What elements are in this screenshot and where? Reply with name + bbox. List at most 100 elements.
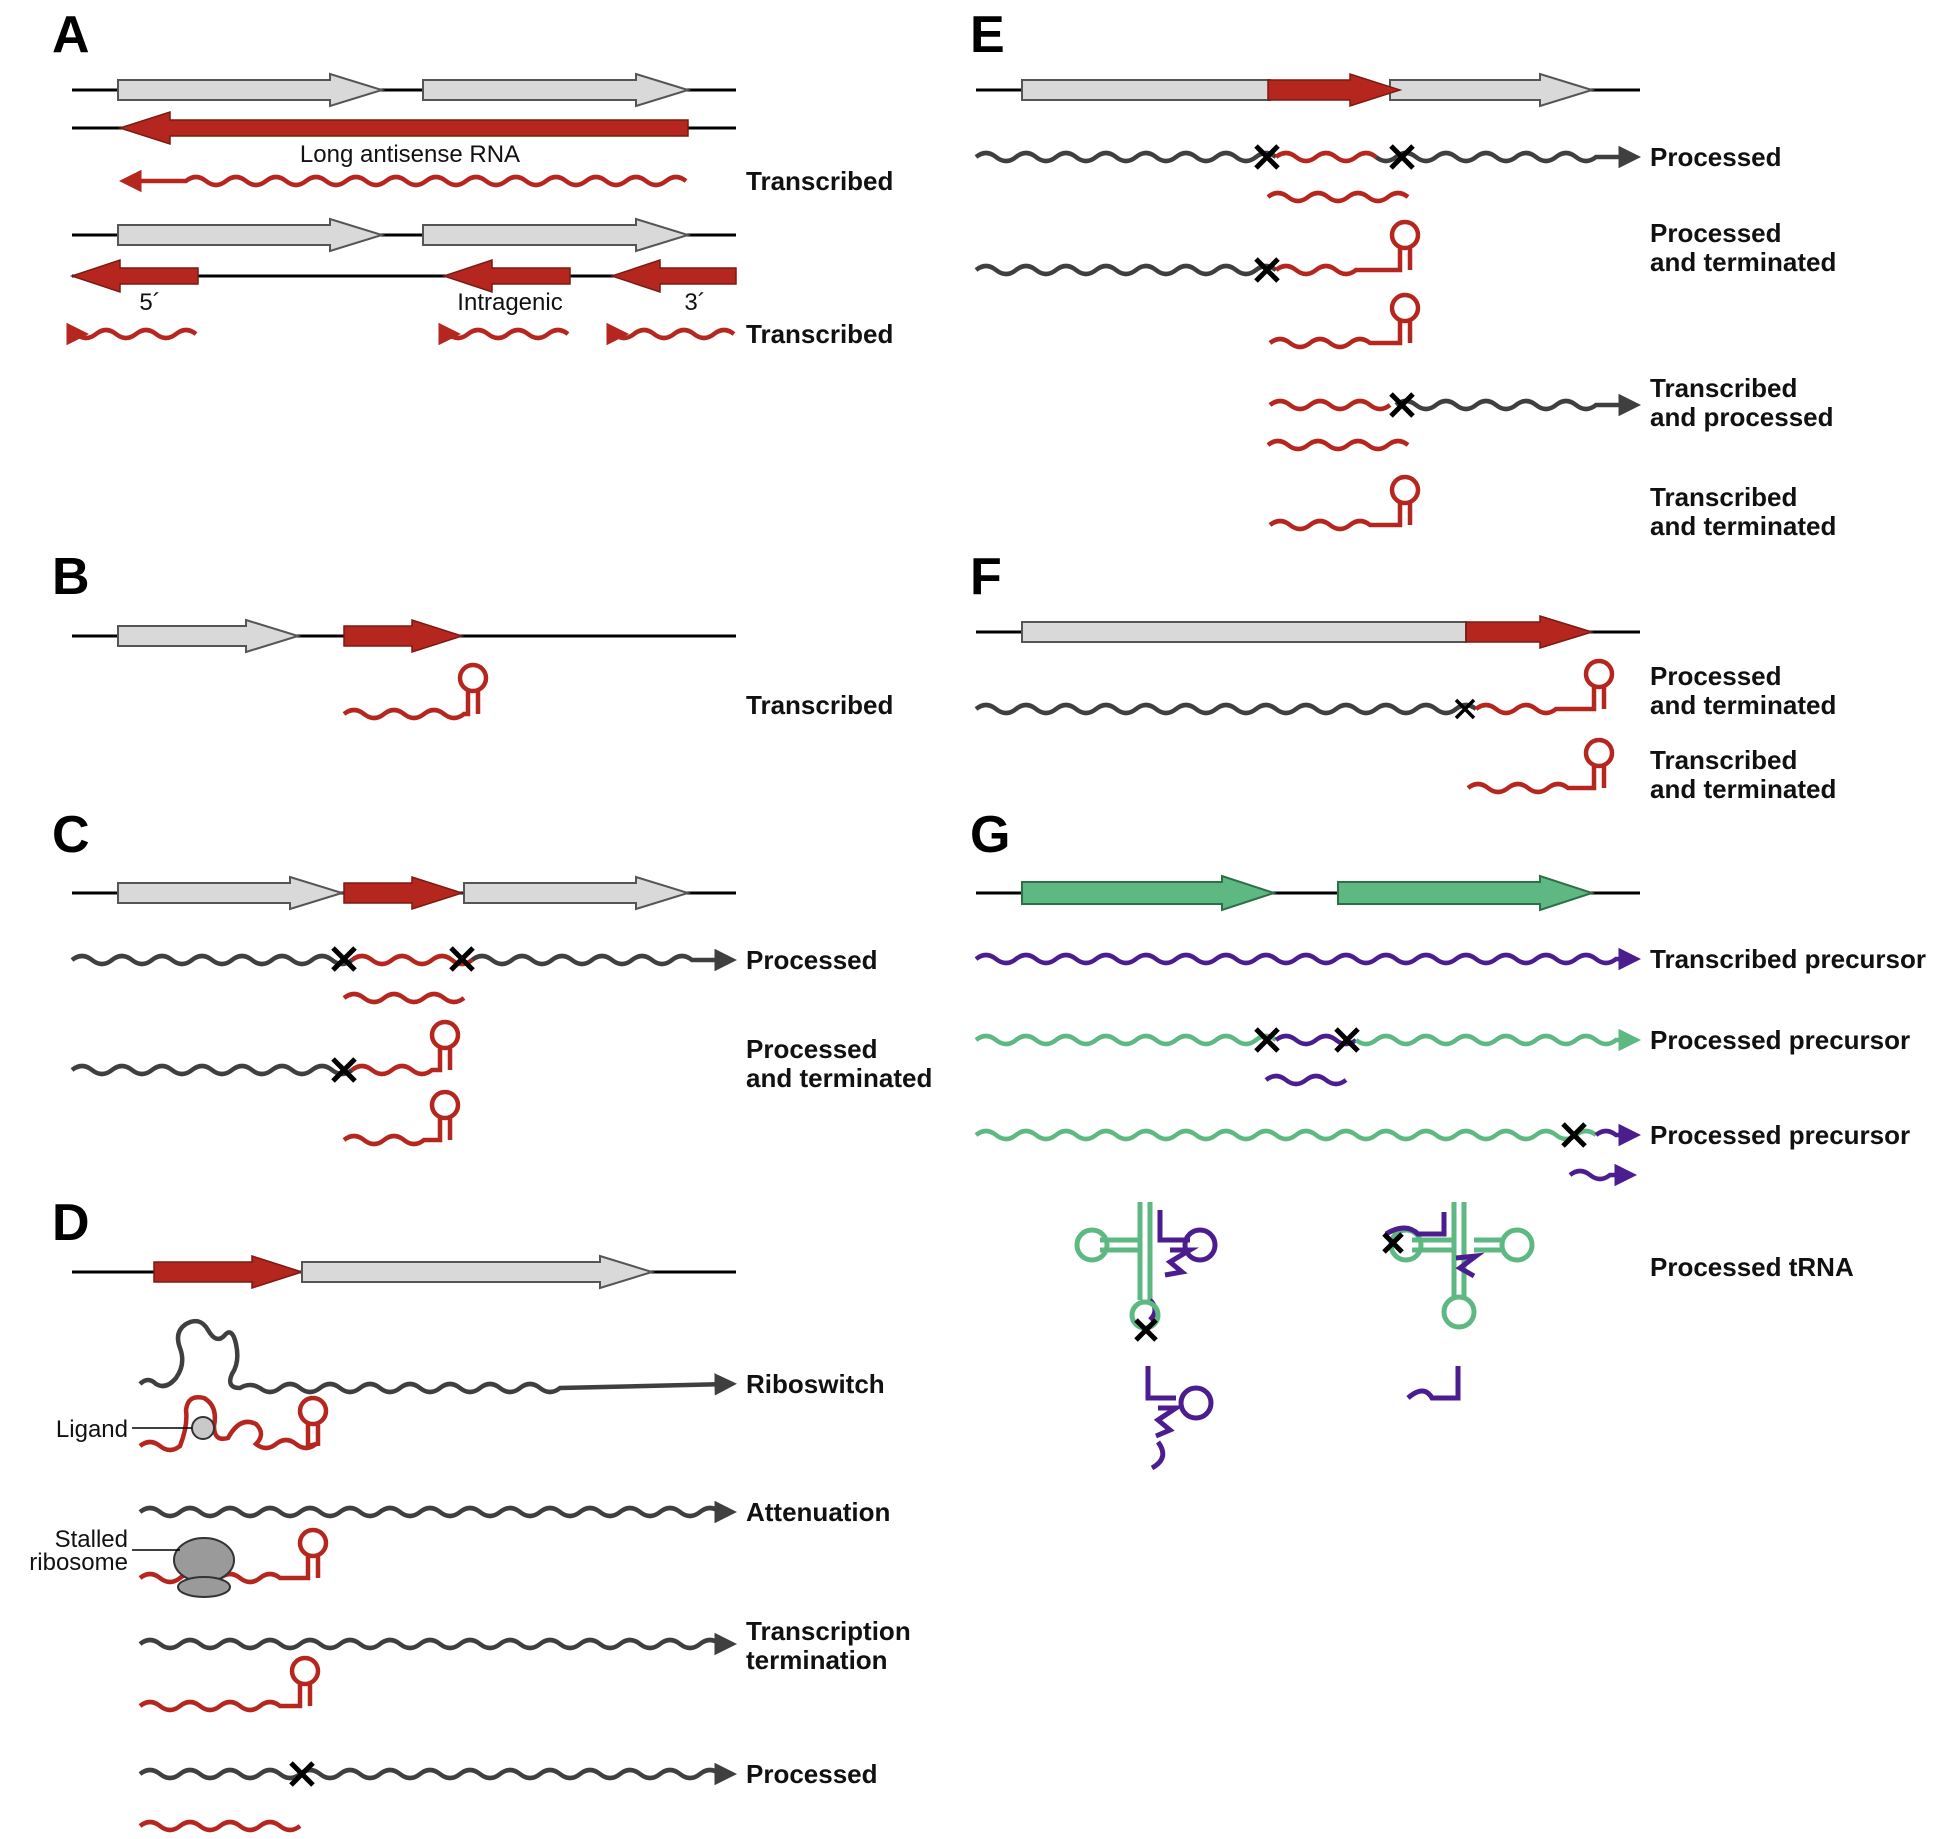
mrna-wave [974, 150, 1278, 164]
terminator-loop [297, 1395, 329, 1427]
srna-segment [1274, 150, 1378, 164]
gene-arrow-tail [1389, 72, 1596, 108]
mrna-wave [974, 702, 1478, 716]
a-transcribed-label-2: Transcribed [746, 319, 893, 349]
panel-c: Processed Processed and terminated [70, 875, 932, 1147]
trna-gene-arrow [1021, 874, 1278, 912]
e-pt-label-2: and terminated [1650, 247, 1836, 277]
srna-with-terminator [342, 1116, 453, 1147]
e-tt-label-2: and terminated [1650, 511, 1836, 541]
srna-with-terminator [1474, 685, 1607, 716]
panel-c-letter: C [52, 806, 90, 864]
terminator-loop [1389, 474, 1421, 506]
panel-f: Processed and terminated Transcribed and… [974, 614, 1836, 804]
rna-wave [606, 322, 736, 346]
srna-product [138, 1819, 302, 1833]
srna-gene-arrow [343, 875, 465, 911]
antisense-arrow [117, 110, 689, 146]
terminator-loop [1389, 292, 1421, 324]
terminator-loop [457, 662, 489, 694]
srna-with-terminator [350, 1046, 453, 1077]
gene-arrow [301, 1254, 656, 1290]
stalled-label-1: Stalled [55, 1526, 128, 1553]
c-processed-terminated-label-2: and terminated [746, 1063, 932, 1093]
f-pt-label-2: and terminated [1650, 690, 1836, 720]
riboswitch-label: Riboswitch [746, 1369, 885, 1399]
termination-srna [138, 1682, 313, 1713]
ligand-icon [191, 1416, 215, 1440]
cleavage-x-icon [1561, 1122, 1587, 1148]
e-tt-label-1: Transcribed [1650, 482, 1797, 512]
b-transcribed-label: Transcribed [746, 690, 893, 720]
precursor-purple-end [1594, 1123, 1641, 1147]
stalled-label-2: ribosome [29, 1549, 128, 1576]
gene-arrow [1021, 621, 1467, 643]
cleavage-x-icon [1334, 1027, 1360, 1053]
gene-arrow [117, 618, 302, 654]
antisense-intragenic-arrow [441, 258, 571, 294]
trna-structure-1 [1074, 1202, 1218, 1342]
cleavage-x-icon [1254, 1027, 1280, 1053]
processed-precursor-label-2: Processed precursor [1650, 1120, 1910, 1150]
terminator-loop [429, 1019, 461, 1051]
transcription-termination-label-1: Transcription [746, 1616, 911, 1646]
srna-with-terminator [1268, 319, 1413, 350]
intragenic-label: Intragenic [457, 289, 562, 316]
panel-g-letter: G [970, 806, 1010, 864]
transcription-termination-label-2: termination [746, 1645, 888, 1675]
cleavage-x-icon [331, 1057, 357, 1083]
long-antisense-label: Long antisense RNA [300, 141, 520, 168]
cleavage-x-icon [1254, 144, 1280, 170]
a-transcribed-label-1: Transcribed [746, 166, 893, 196]
purple-product [1568, 1163, 1637, 1187]
precursor-green-wave [974, 1033, 1278, 1047]
e-tp-label-2: and processed [1650, 402, 1834, 432]
transcribed-precursor-label: Transcribed precursor [1650, 944, 1926, 974]
processed-trna-label: Processed tRNA [1650, 1252, 1854, 1282]
c-processed-terminated-label-1: Processed [746, 1034, 878, 1064]
srna-gene-arrow [153, 1254, 305, 1290]
terminator-loop [289, 1655, 321, 1687]
antisense-3prime-arrow [609, 258, 737, 294]
trna-fragment-1 [1145, 1366, 1214, 1471]
antisense-5prime-arrow [69, 258, 199, 294]
f-tt-label-2: and terminated [1650, 774, 1836, 804]
precursor-green-wave [974, 1128, 1598, 1142]
attenuation-mrna [138, 1500, 737, 1524]
panel-f-letter: F [970, 548, 1002, 606]
cleavage-x-icon [331, 946, 357, 972]
srna-segment [350, 953, 474, 967]
purple-product [1264, 1073, 1348, 1087]
five-prime-label: 5´ [139, 289, 160, 316]
e-tp-label-1: Transcribed [1650, 373, 1797, 403]
gene-arrow [117, 217, 386, 253]
mrna-wave [1374, 145, 1641, 169]
terminator-loop [1583, 737, 1615, 769]
srna-with-terminator [1274, 246, 1413, 277]
ligand-label: Ligand [56, 1416, 128, 1443]
e-processed-label: Processed [1650, 142, 1782, 172]
srna-product [1266, 438, 1410, 452]
panel-a-letter: A [52, 6, 90, 64]
mrna-wave [70, 953, 354, 967]
precursor-green-wave [1354, 1028, 1641, 1052]
precursor-wave [974, 947, 1641, 971]
attenuation-label: Attenuation [746, 1497, 890, 1527]
d-processed-label: Processed [746, 1759, 878, 1789]
terminator-loop [1583, 658, 1615, 690]
cleavage-x-icon [289, 1761, 315, 1787]
mrna-wave [974, 263, 1278, 277]
srna-gene-arrow [1267, 72, 1403, 108]
cleavage-x-icon [1254, 257, 1280, 283]
cleavage-x-icon [1382, 1232, 1404, 1254]
mrna-wave [70, 1063, 354, 1077]
panel-a: Long antisense RNA Transcribed 5´ Intrag… [66, 72, 893, 349]
antisense-rna-wave [119, 169, 688, 193]
termination-mrna [138, 1632, 737, 1656]
panel-b-letter: B [52, 548, 90, 606]
cleavage-x-icon [1389, 392, 1415, 418]
gene-arrow [117, 72, 386, 108]
mrna-wave [470, 948, 737, 972]
panel-d-letter: D [52, 1194, 90, 1252]
processed-mrna [138, 1762, 737, 1786]
